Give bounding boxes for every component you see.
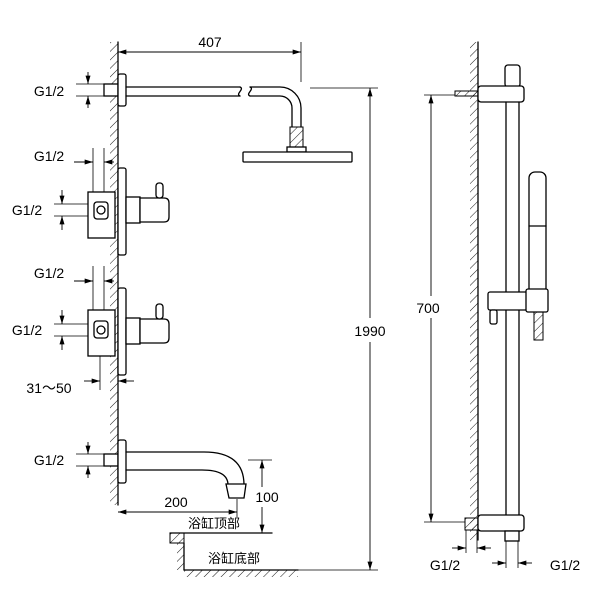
slide-bar-length-dimension: 700 — [416, 94, 465, 523]
valve-depth-dimension: 31～50 — [26, 356, 134, 396]
lower-valve-outlet-dimension: G1/2 — [34, 265, 114, 312]
lower-valve-inlet-label: G1/2 — [12, 322, 43, 338]
lower-valve-stem — [125, 317, 141, 345]
hand-shower-body — [528, 171, 547, 295]
upper-valve-outlet-dimension: G1/2 — [34, 148, 114, 192]
hand-shower — [487, 171, 549, 341]
spout-height-label: 100 — [255, 489, 279, 505]
bathtub-rim — [169, 532, 185, 544]
upper-valve-stem — [125, 196, 141, 224]
left-wall-hatching — [110, 42, 118, 505]
total-height-dimension: 1990 — [298, 87, 386, 571]
spout-outlet — [225, 483, 247, 499]
spout-projection-dimension: 200 — [118, 494, 238, 517]
tub-spout — [117, 439, 247, 499]
bottom-wall-connector — [464, 517, 479, 531]
arm-pipe-left-section — [125, 86, 241, 97]
slide-bar-top-bracket — [477, 85, 525, 103]
lower-valve-handle — [139, 318, 170, 344]
bathtub-section: 浴缸顶部 浴缸底部 — [169, 516, 299, 577]
left-view: 407 G1/2 — [12, 34, 386, 577]
shower-holder-slider — [487, 291, 529, 311]
bathtub-bottom-label: 浴缸底部 — [208, 551, 260, 567]
lower-valve-knob — [155, 303, 164, 320]
shower-holder-lock-knob — [489, 309, 498, 325]
slide-bar-top-cap — [504, 64, 521, 88]
spout-height-dimension: 100 — [248, 459, 279, 534]
arm-thread-label: G1/2 — [34, 83, 65, 99]
shower-holder-cradle — [525, 288, 549, 313]
arm-break-mark-right — [247, 86, 253, 97]
right-inlet-thread-label: G1/2 — [430, 557, 461, 573]
upper-valve-outlet-label: G1/2 — [34, 148, 65, 164]
rain-shower-head — [242, 126, 353, 163]
shower-head-neck — [286, 146, 307, 153]
arm-wall-connector — [103, 83, 119, 97]
right-inlet-thread-dimension: G1/2 — [430, 530, 491, 573]
right-wall-hatching — [470, 42, 478, 540]
arm-thread-dimension: G1/2 — [34, 72, 119, 108]
right-outlet-thread-dimension: G1/2 — [492, 541, 580, 573]
upper-valve-inlet-dimension: G1/2 — [12, 190, 88, 230]
right-outlet-thread-label: G1/2 — [550, 557, 581, 573]
lower-valve-escutcheon — [117, 287, 127, 376]
upper-valve-port — [93, 201, 109, 220]
lower-valve — [87, 287, 170, 376]
spout-wall-connector — [103, 453, 119, 467]
left-wall — [110, 41, 119, 506]
spout-projection-label: 200 — [164, 494, 188, 510]
spout-thread-label: G1/2 — [34, 452, 65, 468]
upper-valve — [87, 167, 170, 256]
upper-valve-concealed-body — [87, 191, 116, 239]
arm-length-dimension: 407 — [118, 34, 302, 82]
shower-hose — [533, 311, 544, 341]
spout-inner-curve — [125, 469, 229, 486]
top-wall-anchor — [454, 90, 479, 97]
arm-break-mark-left — [237, 86, 243, 97]
upper-valve-handle — [139, 197, 170, 223]
lower-valve-port — [93, 320, 109, 339]
lower-valve-port-hole — [96, 325, 106, 335]
lower-valve-concealed-body — [87, 309, 116, 357]
spout-wall-flange — [117, 439, 127, 484]
arm-pipe-outer-bend — [249, 86, 302, 128]
slide-bar-outlet — [504, 530, 520, 542]
spout-thread-dimension: G1/2 — [34, 442, 119, 478]
lower-valve-inlet-dimension: G1/2 — [12, 310, 88, 350]
right-wall — [470, 41, 479, 541]
arm-length-label: 407 — [198, 34, 222, 50]
total-height-label: 1990 — [354, 323, 385, 339]
arm-pipe-inner-bend — [249, 95, 293, 128]
upper-valve-inlet-label: G1/2 — [12, 202, 43, 218]
upper-valve-knob — [155, 182, 164, 199]
shower-head-ball-joint — [289, 126, 304, 148]
shower-arm — [117, 73, 302, 128]
lower-valve-outlet-label: G1/2 — [34, 265, 65, 281]
slide-bar-length-label: 700 — [416, 300, 440, 316]
upper-valve-escutcheon — [117, 167, 127, 256]
arm-wall-flange — [117, 73, 127, 107]
spout-outer-curve — [125, 451, 245, 486]
upper-valve-port-hole — [96, 205, 106, 215]
slide-bar-bottom-bracket — [477, 514, 525, 532]
bathtub-top-label: 浴缸顶部 — [188, 516, 240, 532]
valve-depth-label: 31～50 — [26, 380, 71, 396]
right-view: 700 G1/2 G1/2 — [416, 41, 580, 573]
bathtub-bottom-hatching — [184, 570, 298, 577]
bathtub-wall-hatching — [177, 543, 184, 570]
shower-head-plate — [242, 151, 353, 163]
